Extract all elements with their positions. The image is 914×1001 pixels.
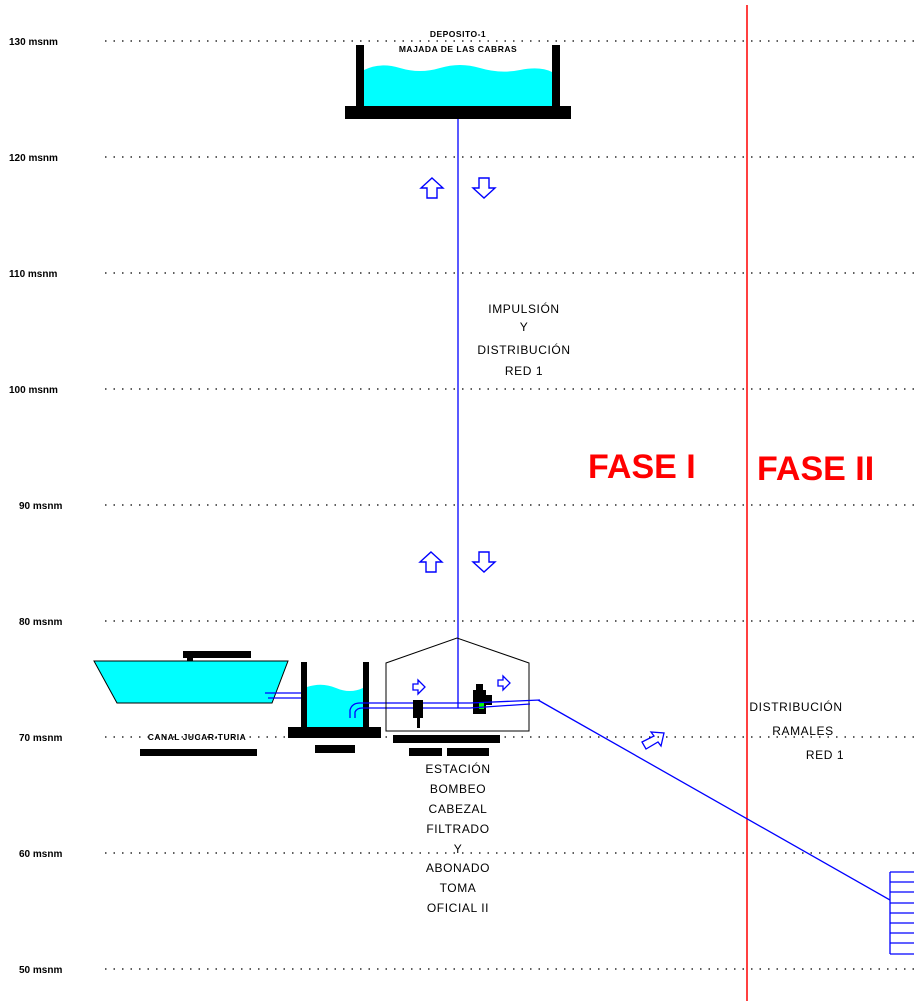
basin-right-wall (363, 662, 369, 727)
flow-arrows-lower (418, 551, 497, 573)
station-line-6: ABONADO (426, 861, 490, 875)
basin-water (307, 684, 363, 727)
meter-icon (479, 703, 484, 709)
station-line-7: TOMA (440, 881, 477, 895)
arrow-up-icon (419, 177, 445, 199)
arrow-down-right-icon (641, 731, 665, 750)
station-line-4: FILTRADO (426, 822, 489, 836)
flow-arrows-upper (419, 177, 497, 199)
intake-basin (288, 662, 470, 753)
station-outlet-pipe-1 (469, 699, 541, 704)
station-base (393, 735, 500, 743)
filter-cap (476, 684, 483, 690)
canal-base (140, 749, 257, 756)
station-line-1: ESTACIÓN (425, 761, 490, 776)
station-footing-2 (447, 748, 489, 756)
canal-water-trough (93, 660, 289, 704)
level-label-110: 110 msnm (9, 269, 57, 280)
station-line-3: CABEZAL (429, 802, 488, 816)
arrow-down-icon (471, 177, 497, 199)
basin-left-wall (301, 662, 307, 727)
valve-icon (486, 695, 492, 705)
impulsion-line-1: IMPULSIÓN (488, 301, 559, 316)
station-outlet-pipe-2 (469, 703, 531, 709)
pumping-station (385, 637, 541, 756)
deposit-right-wall (552, 45, 560, 107)
station-footing-1 (409, 748, 442, 756)
level-label-90: 90 msnm (19, 501, 62, 512)
deposit-location: MAJADA DE LAS CABRAS (399, 44, 517, 54)
arrow-right-icon (497, 674, 511, 692)
impulsion-line-4: RED 1 (505, 364, 543, 378)
pump-icon (413, 700, 423, 718)
station-line-8: OFICIAL II (427, 901, 489, 915)
deposit-tank: DEPOSITO-1 MAJADA DE LAS CABRAS (345, 29, 571, 119)
canal-structure: CANAL JUCAR-TURIA (93, 651, 289, 756)
basin-footing (315, 745, 355, 753)
level-label-60: 60 msnm (19, 849, 62, 860)
deposit-name: DEPOSITO-1 (430, 29, 486, 39)
distribution-line-1: DISTRIBUCIÓN (749, 699, 842, 714)
pump-stem (417, 718, 420, 728)
distribution-line-3: RED 1 (806, 748, 844, 762)
level-label-130: 130 msnm (9, 37, 58, 48)
arrow-up-icon (418, 551, 444, 573)
canal-top-post (187, 658, 193, 662)
station-outline (385, 637, 530, 732)
station-line-2: BOMBEO (430, 782, 486, 796)
station-line-5: Y (454, 842, 463, 856)
level-label-100: 100 msnm (9, 385, 58, 396)
impulsion-line-2: Y (520, 320, 529, 334)
level-label-50: 50 msnm (19, 965, 62, 976)
deposit-left-wall (356, 45, 364, 107)
suction-pipe (349, 702, 470, 718)
branch-manifold (889, 871, 914, 955)
distribution-pipe (537, 699, 891, 901)
level-label-120: 120 msnm (9, 153, 58, 164)
canal-top-bar (183, 651, 251, 658)
phase-1-label: FASE I (588, 448, 696, 486)
canal-label: CANAL JUCAR-TURIA (148, 732, 247, 742)
level-label-70: 70 msnm (19, 733, 62, 744)
deposit-base (345, 106, 571, 119)
arrow-down-icon (471, 551, 497, 573)
impulsion-line-3: DISTRIBUCIÓN (477, 342, 570, 357)
level-label-80: 80 msnm (19, 617, 62, 628)
phase-2-label: FASE II (757, 450, 874, 488)
deposit-water (364, 65, 552, 106)
arrow-right-icon (412, 678, 426, 696)
suction-pipe-2 (354, 707, 470, 718)
basin-base (288, 727, 381, 738)
distribution-line-2: RAMALES (772, 724, 834, 738)
elevation-grid: 130 msnm 120 msnm 110 msnm 100 msnm 90 m… (9, 37, 914, 976)
